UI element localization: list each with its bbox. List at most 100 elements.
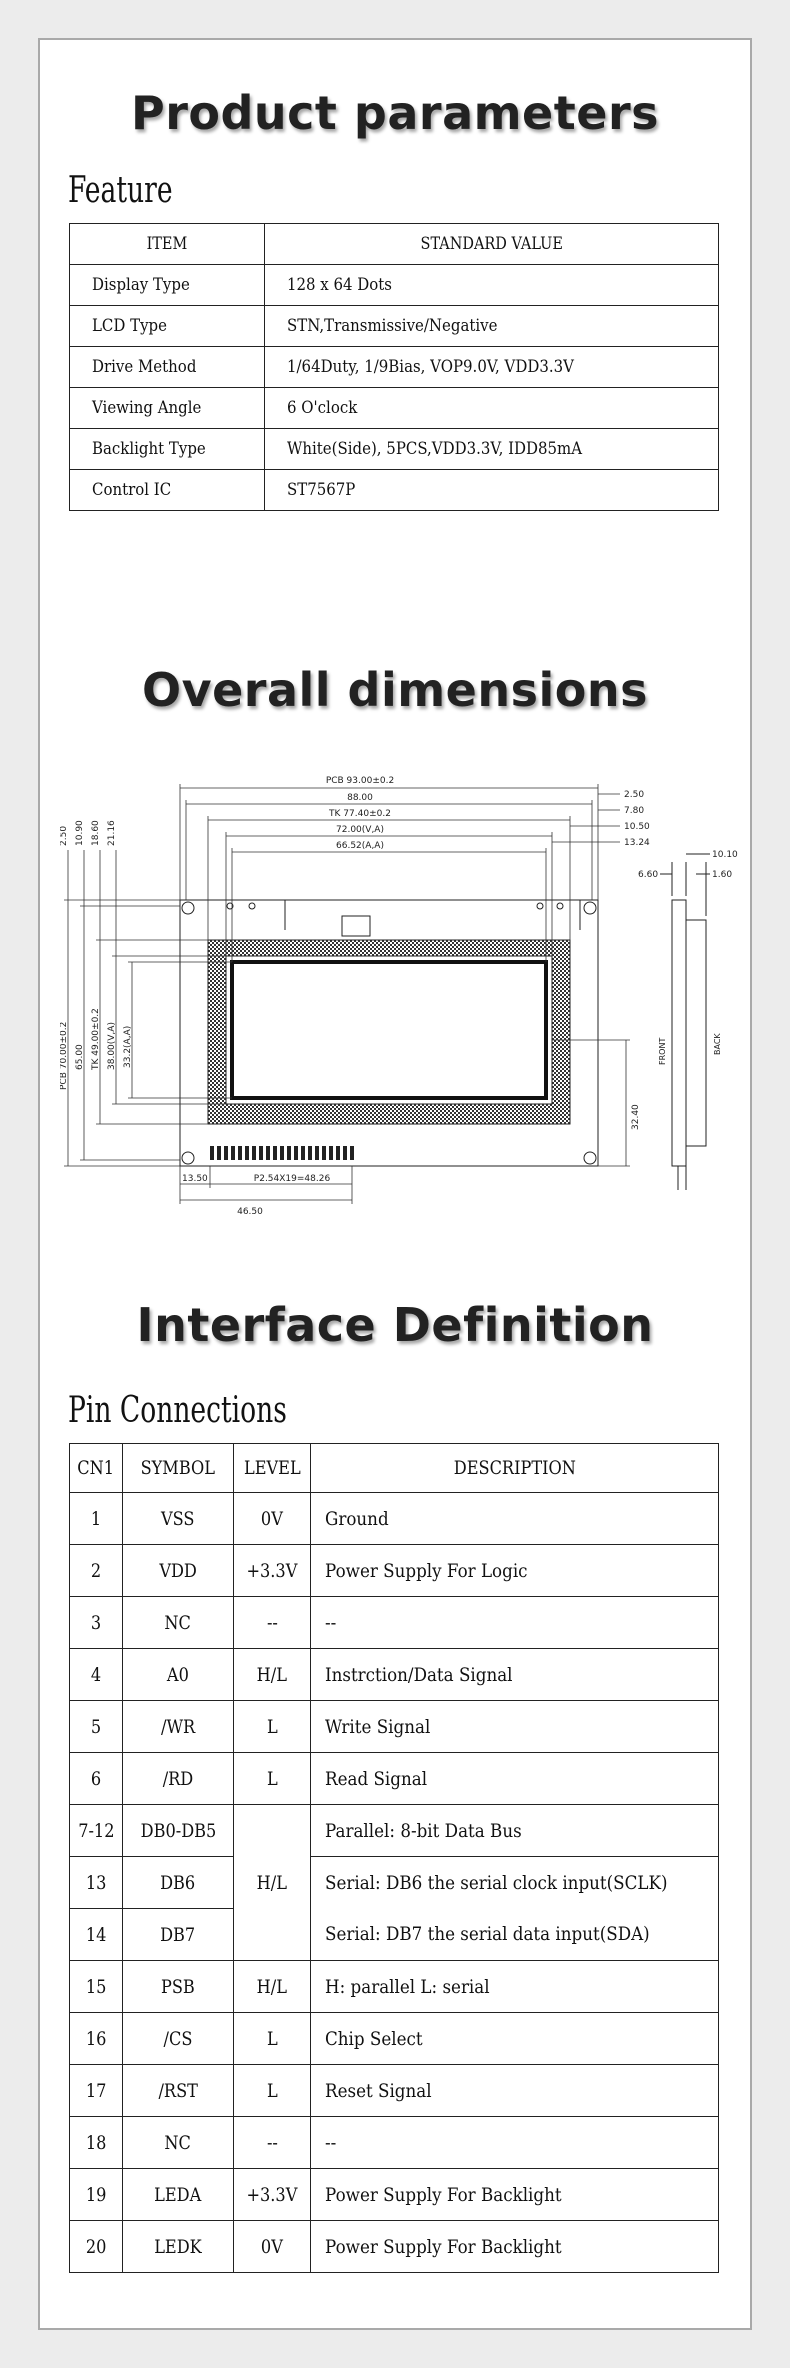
table-row: LCD Type STN,Transmissive/Negative <box>69 305 719 347</box>
feature-table: ITEM STANDARD VALUE Display Type 128 x 6… <box>69 223 719 511</box>
feature-item: Control IC <box>69 469 265 511</box>
dim-tk-width: TK 77.40±0.2 <box>328 809 391 819</box>
dim-s-660: 6.60 <box>638 870 658 880</box>
pin-symbol: VSS <box>122 1492 234 1545</box>
pin-col-description: DESCRIPTION <box>310 1443 719 1493</box>
table-row: 20 LEDK 0V Power Supply For Backlight <box>69 2220 719 2273</box>
pin-symbol: LEDA <box>122 2168 234 2221</box>
pin-symbol: /CS <box>122 2012 234 2065</box>
dim-3240: 32.40 <box>631 1104 641 1130</box>
dim-pcb-width: PCB 93.00±0.2 <box>326 776 394 786</box>
dim-1350: 13.50 <box>182 1174 208 1184</box>
pin-row <box>210 1146 354 1160</box>
dim-t-2116: 21.16 <box>107 820 117 846</box>
pin-level: H/L <box>233 1804 311 1961</box>
pin-description: Ground <box>310 1492 719 1545</box>
pin-level: 0V <box>233 1492 311 1545</box>
pin-table: CN1 SYMBOL LEVEL DESCRIPTION 1 VSS 0V Gr… <box>69 1443 719 2273</box>
pin-level: H/L <box>233 1960 311 2013</box>
pin-description: Read Signal <box>310 1752 719 1805</box>
pin-cn: 20 <box>69 2220 123 2273</box>
pin-description: -- <box>310 2116 719 2169</box>
table-row: 15 PSB H/L H: parallel L: serial <box>69 1960 719 2013</box>
pin-symbol: PSB <box>122 1960 234 2013</box>
pin-cn: 2 <box>69 1544 123 1597</box>
dim-4650: 46.50 <box>237 1207 263 1217</box>
pin-level: H/L <box>233 1648 311 1701</box>
pin-cn: 1 <box>69 1492 123 1545</box>
table-row: Backlight Type White(Side), 5PCS,VDD3.3V… <box>69 428 719 470</box>
table-row: 16 /CS L Chip Select <box>69 2012 719 2065</box>
pin-cn: 6 <box>69 1752 123 1805</box>
pin-description: H: parallel L: serial <box>310 1960 719 2013</box>
pin-description: Reset Signal <box>310 2064 719 2117</box>
dim-pitch: P2.54X19=48.26 <box>254 1174 331 1184</box>
feature-item: LCD Type <box>69 305 265 347</box>
feature-col-value: STANDARD VALUE <box>264 223 719 265</box>
pin-symbol: DB7 <box>122 1908 234 1961</box>
pin-symbol: DB0-DB5 <box>122 1804 234 1857</box>
pin-description: Power Supply For Logic <box>310 1544 719 1597</box>
dim-88: 88.00 <box>347 793 373 803</box>
feature-title: Feature <box>68 170 173 211</box>
heading-overall-dimensions: Overall dimensions <box>141 663 648 717</box>
pin-cn: 3 <box>69 1596 123 1649</box>
pin-level: +3.3V <box>233 1544 311 1597</box>
pcb-outline <box>179 899 599 1167</box>
table-row: 17 /RST L Reset Signal <box>69 2064 719 2117</box>
feature-item: Drive Method <box>69 346 265 388</box>
pin-cn: 14 <box>69 1908 123 1961</box>
feature-value: 1/64Duty, 1/9Bias, VOP9.0V, VDD3.3V <box>264 346 719 388</box>
pin-description: Serial: DB7 the serial data input(SDA) <box>310 1908 719 1961</box>
pin-cn: 15 <box>69 1960 123 2013</box>
pin-cn: 19 <box>69 2168 123 2221</box>
feature-item: Backlight Type <box>69 428 265 470</box>
side-view <box>660 853 710 1190</box>
pin-cn: 16 <box>69 2012 123 2065</box>
pin-connections-title: Pin Connections <box>68 1390 287 1431</box>
dim-r-1324: 13.24 <box>624 838 650 848</box>
dim-aa-height: 33.2(A,A) <box>123 1026 133 1068</box>
pin-cn: 5 <box>69 1700 123 1753</box>
pin-header-row: CN1 SYMBOL LEVEL DESCRIPTION <box>69 1443 719 1493</box>
table-row: Drive Method 1/64Duty, 1/9Bias, VOP9.0V,… <box>69 346 719 388</box>
feature-item: Display Type <box>69 264 265 306</box>
pin-symbol: VDD <box>122 1544 234 1597</box>
pin-level: 0V <box>233 2220 311 2273</box>
feature-item: Viewing Angle <box>69 387 265 429</box>
pin-col-level: LEVEL <box>233 1443 311 1493</box>
table-row: 18 NC -- -- <box>69 2116 719 2169</box>
table-row: 5 /WR L Write Signal <box>69 1700 719 1753</box>
table-row: 14 DB7 Serial: DB7 the serial data input… <box>69 1908 719 1961</box>
side-front-label: FRONT <box>658 1038 667 1065</box>
dim-va-width: 72.00(V,A) <box>336 825 384 835</box>
table-row: Control IC ST7567P <box>69 469 719 511</box>
pin-symbol: DB6 <box>122 1856 234 1909</box>
table-row: 6 /RD L Read Signal <box>69 1752 719 1805</box>
feature-value: ST7567P <box>264 469 719 511</box>
pin-symbol: /RST <box>122 2064 234 2117</box>
dim-tk-height: TK 49.00±0.2 <box>91 1008 101 1071</box>
dim-r-780: 7.80 <box>624 806 644 816</box>
pin-level: L <box>233 2064 311 2117</box>
dim-s-160: 1.60 <box>712 870 732 880</box>
dim-65: 65.00 <box>75 1044 85 1070</box>
pin-description: Parallel: 8-bit Data Bus <box>310 1804 719 1857</box>
pin-symbol: A0 <box>122 1648 234 1701</box>
side-back-label: BACK <box>713 1033 722 1055</box>
table-row: 2 VDD +3.3V Power Supply For Logic <box>69 1544 719 1597</box>
pin-symbol: NC <box>122 2116 234 2169</box>
table-row: 13 DB6 Serial: DB6 the serial clock inpu… <box>69 1856 719 1909</box>
pin-description: Power Supply For Backlight <box>310 2168 719 2221</box>
feature-value: White(Side), 5PCS,VDD3.3V, IDD85mA <box>264 428 719 470</box>
feature-value: STN,Transmissive/Negative <box>264 305 719 347</box>
dim-t-1860: 18.60 <box>91 820 101 846</box>
dim-r-250: 2.50 <box>624 790 644 800</box>
dim-pcb-height: PCB 70.00±0.2 <box>60 1022 69 1090</box>
feature-col-item: ITEM <box>69 223 265 265</box>
dimension-drawing: PCB 93.00±0.2 88.00 TK 77.40±0.2 72.00(V… <box>60 776 738 1217</box>
pin-symbol: /RD <box>122 1752 234 1805</box>
table-row: 3 NC -- -- <box>69 1596 719 1649</box>
pin-description: Serial: DB6 the serial clock input(SCLK) <box>310 1856 719 1909</box>
pin-description: Power Supply For Backlight <box>310 2220 719 2273</box>
